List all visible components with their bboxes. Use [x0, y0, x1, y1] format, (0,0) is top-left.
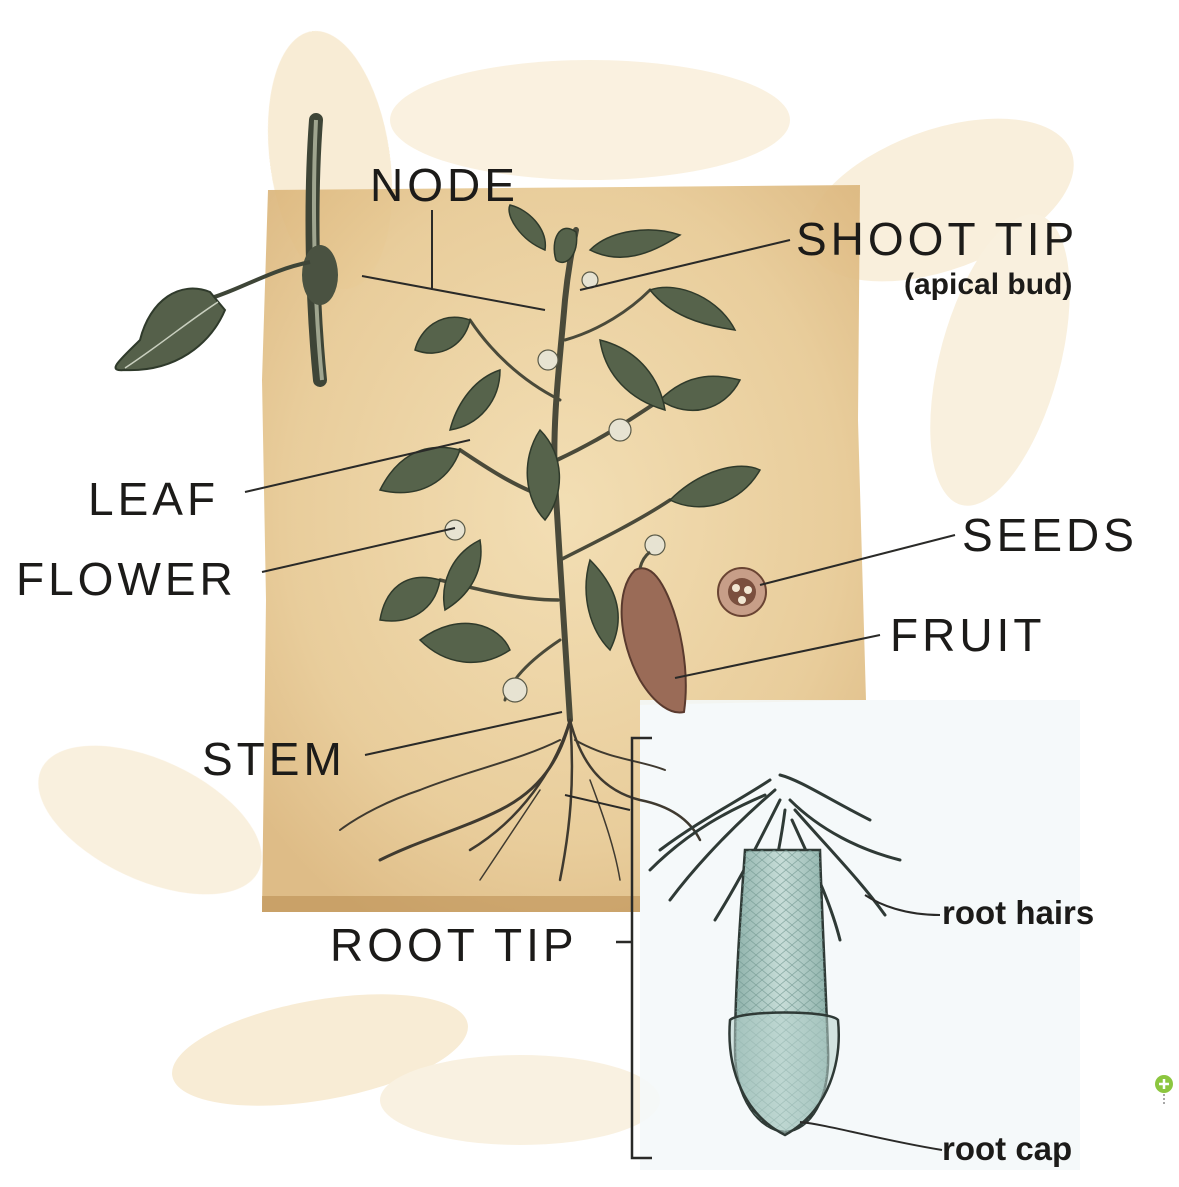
- label-apical-bud: (apical bud): [904, 268, 1072, 302]
- label-seeds: SEEDS: [962, 508, 1138, 562]
- label-leaf: LEAF: [88, 472, 219, 526]
- parchment-edge: [262, 896, 640, 912]
- label-shoot-tip: SHOOT TIP: [796, 212, 1078, 266]
- label-fruit: FRUIT: [890, 608, 1045, 662]
- label-stem: STEM: [202, 732, 346, 786]
- plus-circle-icon[interactable]: [1152, 1066, 1176, 1106]
- label-root-tip: ROOT TIP: [330, 918, 578, 972]
- label-flower: FLOWER: [16, 552, 237, 606]
- label-node: NODE: [370, 158, 519, 212]
- label-root-cap: root cap: [942, 1130, 1072, 1168]
- root-tip-panel: [640, 700, 1080, 1170]
- seeds-cross-section: [718, 568, 766, 616]
- label-root-hairs: root hairs: [942, 894, 1094, 932]
